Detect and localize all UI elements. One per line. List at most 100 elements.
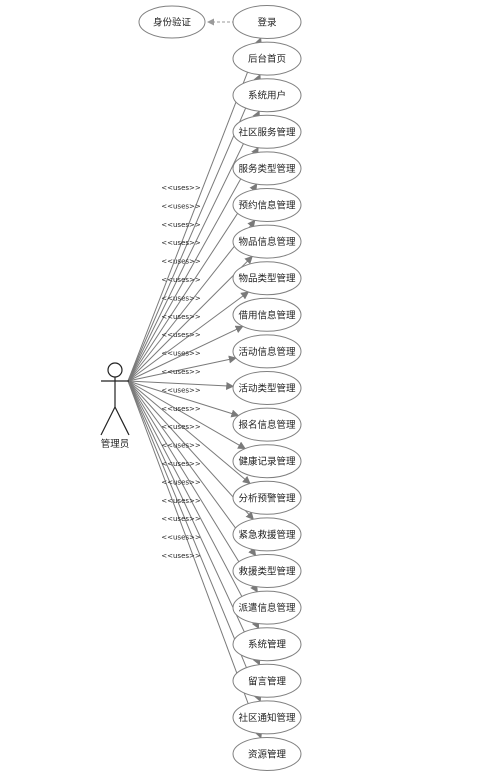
association-line: [127, 146, 259, 382]
actor[interactable]: 管理员: [100, 362, 130, 450]
use-case[interactable]: 系统管理: [232, 627, 302, 662]
use-case-ellipse: [232, 5, 302, 39]
association-line: [127, 110, 260, 382]
use-case[interactable]: 派遣信息管理: [232, 590, 302, 625]
use-case-ellipse: [232, 224, 302, 259]
stereotype-labels: <<uses>> <<uses>> <<uses>> <<uses>> <<uses>>…: [161, 184, 201, 560]
stereotype-label: <<uses>>: [161, 497, 201, 505]
stereotype-label: <<uses>>: [161, 368, 201, 376]
use-case-label: 预约信息管理: [238, 200, 296, 212]
use-case[interactable]: 留言管理: [232, 663, 302, 698]
use-cases: 登录后台首页系统用户社区服务管理服务类型管理预约信息管理物品信息管理物品类型管理…: [232, 5, 302, 771]
use-case-ellipse: [232, 114, 302, 149]
stereotype-label: <<uses>>: [161, 350, 201, 358]
use-case[interactable]: 活动类型管理: [232, 371, 302, 405]
use-case-ellipse: [232, 371, 302, 405]
use-case[interactable]: 物品类型管理: [232, 261, 302, 296]
stereotype-label: <<uses>>: [161, 184, 201, 192]
use-case-label: 服务类型管理: [238, 163, 296, 175]
actor-label: 管理员: [101, 438, 130, 450]
use-case[interactable]: 活动信息管理: [232, 334, 302, 369]
use-case-label: 物品类型管理: [238, 273, 296, 285]
use-case[interactable]: 社区服务管理: [232, 114, 302, 149]
stereotype-label: <<uses>>: [161, 202, 201, 210]
use-case-label: 报名信息管理: [238, 419, 296, 431]
use-case[interactable]: 登录: [232, 5, 302, 39]
stereotype-label: <<uses>>: [161, 221, 201, 229]
use-case-ellipse: [232, 407, 302, 442]
use-case-label: 物品信息管理: [238, 236, 296, 248]
use-case-ellipse: [232, 334, 302, 369]
stereotype-label: <<uses>>: [161, 460, 201, 468]
use-case[interactable]: 物品信息管理: [232, 224, 302, 259]
use-case-ellipse: [138, 5, 206, 39]
association-line: [127, 219, 256, 382]
use-case-label: 紧急救援管理: [238, 529, 296, 541]
use-case-label: 健康记录管理: [238, 456, 296, 468]
stereotype-label: <<uses>>: [161, 258, 201, 266]
use-case[interactable]: 报名信息管理: [232, 407, 302, 442]
use-case[interactable]: 社区通知管理: [232, 700, 302, 735]
association-line: [127, 183, 258, 382]
use-case[interactable]: 救援类型管理: [232, 554, 302, 588]
use-case-ellipse: [232, 554, 302, 588]
stereotype-label: <<uses>>: [161, 423, 201, 431]
association-line: [127, 380, 257, 557]
use-case-label: 借用信息管理: [238, 309, 296, 321]
use-case[interactable]: 分析预警管理: [232, 480, 302, 515]
use-case[interactable]: 系统用户: [232, 78, 302, 113]
use-case-ellipse: [232, 151, 302, 186]
use-case-label: 派遣信息管理: [238, 602, 296, 614]
use-case-ellipse: [232, 444, 302, 479]
use-case[interactable]: 服务类型管理: [232, 151, 302, 186]
use-case[interactable]: 紧急救援管理: [232, 517, 302, 552]
use-case-ellipse: [232, 663, 302, 698]
use-case-identity-verification[interactable]: 身份验证: [138, 5, 206, 39]
use-case-ellipse: [232, 627, 302, 662]
use-case-label: 社区服务管理: [238, 126, 296, 138]
association-line: [127, 380, 254, 521]
use-case-ellipse: [232, 590, 302, 625]
stereotype-label: <<uses>>: [161, 331, 201, 339]
stick-figure-icon: [100, 362, 130, 436]
use-case-ellipse: [232, 261, 302, 296]
association-line: [127, 255, 253, 382]
stereotype-label: <<uses>>: [161, 294, 201, 302]
stereotype-label: <<uses>>: [161, 478, 201, 486]
associations: [127, 37, 263, 739]
association-line: [127, 380, 251, 485]
use-case-ellipse: [232, 188, 302, 222]
use-case-label: 身份验证: [153, 17, 192, 29]
association-line: [127, 380, 240, 418]
stereotype-label: <<uses>>: [161, 313, 201, 321]
use-case[interactable]: 预约信息管理: [232, 188, 302, 222]
use-case[interactable]: 健康记录管理: [232, 444, 302, 479]
stereotype-label: <<uses>>: [161, 386, 201, 394]
stereotype-label: <<uses>>: [161, 515, 201, 523]
stereotype-label: <<uses>>: [161, 405, 201, 413]
association-line: [127, 380, 258, 593]
stereotype-label: <<uses>>: [161, 442, 201, 450]
use-case-label: 社区通知管理: [238, 712, 296, 724]
use-case[interactable]: 后台首页: [232, 41, 302, 76]
stereotype-label: <<uses>>: [161, 239, 201, 247]
association-line: [127, 355, 237, 382]
use-case-ellipse: [232, 737, 302, 771]
association-line: [127, 380, 260, 630]
use-case-label: 留言管理: [248, 675, 287, 687]
use-case-label: 分析预警管理: [238, 492, 296, 504]
use-case-label: 资源管理: [248, 749, 287, 761]
use-case-ellipse: [232, 41, 302, 76]
stereotype-label: <<uses>>: [161, 552, 201, 560]
use-case-ellipse: [232, 480, 302, 515]
use-case[interactable]: 资源管理: [232, 737, 302, 771]
use-case[interactable]: 借用信息管理: [232, 297, 302, 332]
stereotype-label: <<uses>>: [161, 276, 201, 284]
association-line: [127, 380, 235, 390]
association-line: [127, 325, 244, 382]
use-case-label: 登录: [257, 18, 277, 29]
use-case-ellipse: [232, 297, 302, 332]
use-case-ellipse: [232, 78, 302, 113]
use-case-label: 活动类型管理: [238, 383, 296, 395]
